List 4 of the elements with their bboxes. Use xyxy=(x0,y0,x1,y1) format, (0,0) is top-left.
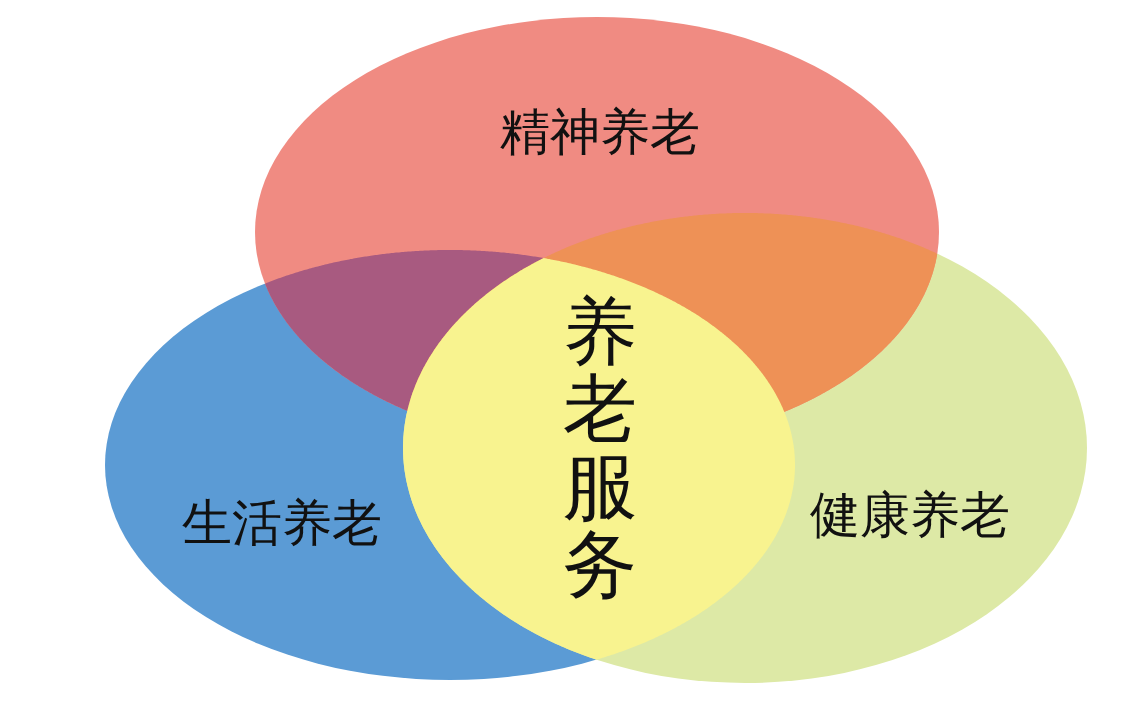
set-label: 健康养老 xyxy=(810,490,1010,540)
center-label: 养老服务 xyxy=(563,292,637,604)
set-label: 精神养老 xyxy=(500,107,700,157)
set-label: 生活养老 xyxy=(182,498,382,548)
